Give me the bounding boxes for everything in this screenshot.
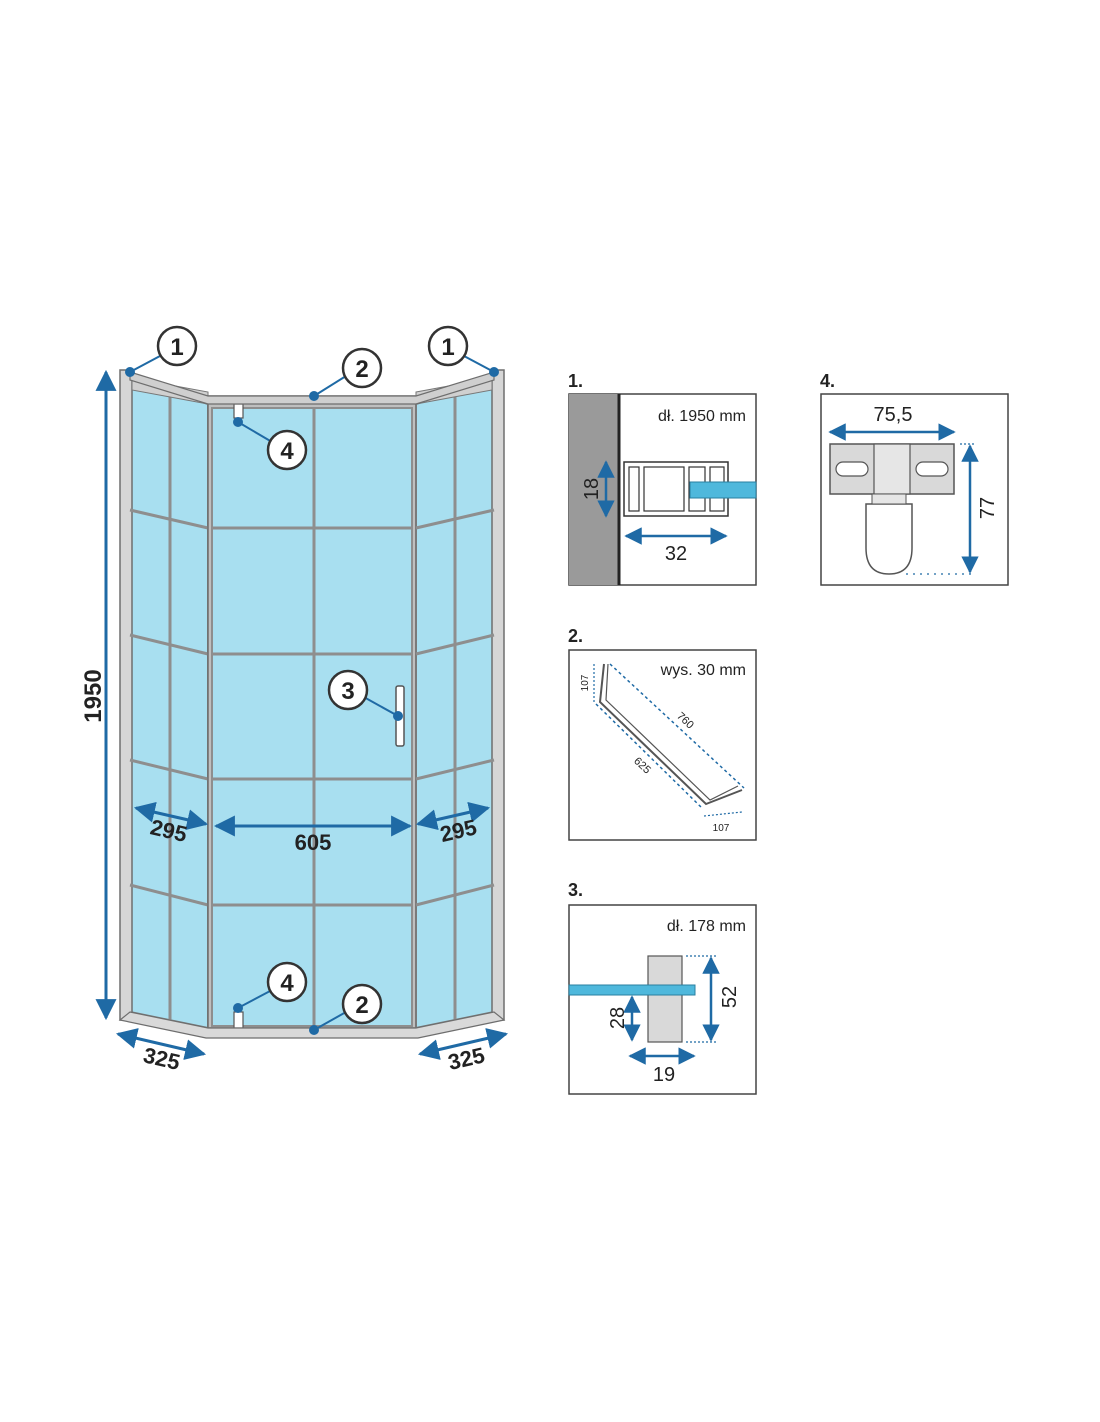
callout-3-number: 3 <box>341 678 354 705</box>
glass-edge <box>689 481 757 499</box>
callout-2-top: 2 <box>309 347 383 401</box>
center-door-panel <box>207 395 417 1029</box>
left-side-panel <box>119 369 209 1030</box>
callout-2-bottom: 2 <box>309 983 383 1035</box>
detail-3-19: 19 <box>653 1064 675 1086</box>
callout-1-left-number: 1 <box>170 334 183 361</box>
callout-2-top-number: 2 <box>355 356 368 383</box>
detail-2-number: 2. <box>568 626 583 646</box>
detail-3-handle: 3. dł. 178 mm 52 28 19 <box>568 880 757 1095</box>
callout-4-bottom: 4 <box>233 961 308 1013</box>
center-width-label: 605 <box>295 830 332 855</box>
callout-2-bottom-number: 2 <box>355 992 368 1019</box>
bottom-hinge <box>233 1011 244 1029</box>
detail-1-length-note: dł. 1950 mm <box>658 408 746 425</box>
callout-1-left: 1 <box>125 325 198 377</box>
callout-4-bottom-number: 4 <box>280 970 294 997</box>
callout-1-right-number: 1 <box>441 334 454 361</box>
detail-3-number: 3. <box>568 880 583 900</box>
detail-3-52: 52 <box>719 986 741 1008</box>
main-drawing: 1950 295 605 295 325 325 1 <box>80 325 509 1075</box>
depth-dimensions: 325 325 <box>115 1028 509 1075</box>
height-dimension: 1950 <box>80 369 117 1021</box>
detail-4-number: 4. <box>820 371 835 391</box>
detail-4-height-dim: 77 <box>977 497 999 519</box>
bottom-rail <box>118 1011 506 1039</box>
callout-4-top: 4 <box>233 417 308 471</box>
detail-4-hinge: 4. 75,5 77 <box>820 371 1009 586</box>
detail-4-width-dim: 75,5 <box>874 404 913 426</box>
height-label: 1950 <box>80 669 107 722</box>
detail-2-107-bottom: 107 <box>713 823 730 834</box>
detail-1-height-dim: 18 <box>581 478 603 500</box>
callout-3: 3 <box>327 669 403 721</box>
top-hinge <box>233 403 244 419</box>
top-rail <box>129 371 495 405</box>
right-side-panel <box>415 369 505 1030</box>
callout-4-top-number: 4 <box>280 438 294 465</box>
callout-1-right: 1 <box>427 325 499 377</box>
detail-3-28: 28 <box>607 1007 629 1029</box>
detail-2-height-note: wys. 30 mm <box>660 662 746 679</box>
detail-2-107-top: 107 <box>580 674 591 691</box>
detail-2-rail: 2. wys. 30 mm 107 760 625 107 <box>568 626 757 841</box>
detail-1-width-dim: 32 <box>665 543 687 565</box>
detail-3-length-note: dł. 178 mm <box>667 918 746 935</box>
detail-1-profile: 1. dł. 1950 mm 18 32 <box>568 371 757 586</box>
detail-1-number: 1. <box>568 371 583 391</box>
